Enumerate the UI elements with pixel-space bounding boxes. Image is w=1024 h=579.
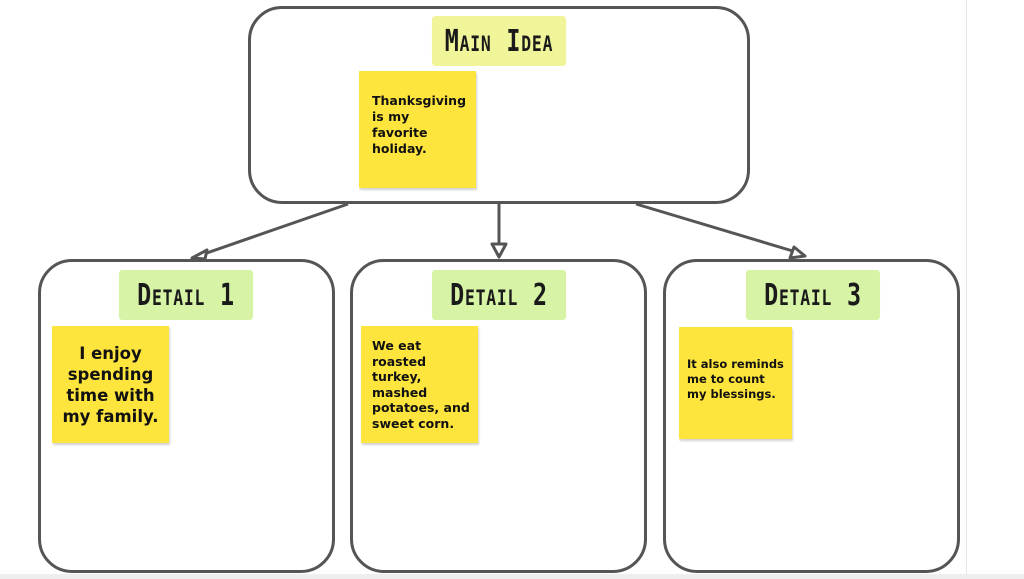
detail-3-title: Detail 3 xyxy=(745,270,881,320)
detail-1-title: Detail 1 xyxy=(118,270,254,320)
arrow-head-detail-2 xyxy=(490,242,508,259)
main-idea-title: Main Idea xyxy=(431,16,567,66)
main-idea-note-text: Thanksgiving is my favorite holiday. xyxy=(372,92,467,156)
detail-3-sticky-note[interactable]: It also reminds me to count my blessings… xyxy=(679,327,792,439)
detail-2-sticky-note[interactable]: We eat roasted turkey, mashed potatoes, … xyxy=(361,326,478,443)
detail-3-note-text: It also reminds me to count my blessings… xyxy=(687,356,784,401)
detail-2-note-text: We eat roasted turkey, mashed potatoes, … xyxy=(372,338,470,431)
arrow-to-detail-3 xyxy=(635,202,797,254)
detail-1-sticky-note[interactable]: I enjoy spending time with my family. xyxy=(52,326,169,443)
arrow-to-detail-1 xyxy=(197,202,349,258)
arrow-head-detail-3 xyxy=(788,245,807,260)
arrow-head-detail-1 xyxy=(190,248,209,261)
detail-2-title: Detail 2 xyxy=(431,270,567,320)
detail-1-note-text: I enjoy spending time with my family. xyxy=(62,343,159,426)
main-idea-sticky-note[interactable]: Thanksgiving is my favorite holiday. xyxy=(359,71,476,188)
page-right-edge xyxy=(966,0,967,579)
page-bottom-edge xyxy=(0,574,1024,579)
main-idea-box xyxy=(248,6,750,204)
